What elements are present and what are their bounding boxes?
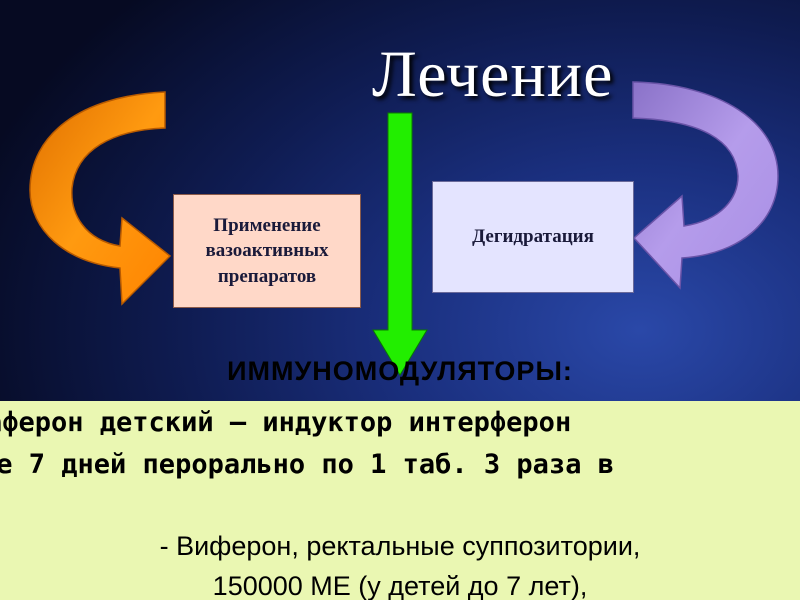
- orange-curved-arrow-icon: [29, 91, 172, 306]
- section-heading: ИММУНОМОДУЛЯТОРЫ:: [227, 356, 573, 386]
- box-left-line-3: препаратов: [217, 265, 317, 287]
- purple-curved-arrow-icon: [632, 81, 779, 290]
- panel-line-3: - Виферон, ректальные суппозитории,: [159, 531, 641, 561]
- box-right-label: Дегидратация: [472, 226, 594, 247]
- panel-line-2: ие 7 дней перорально по 1 таб. 3 раза в: [0, 449, 614, 480]
- panel-line-1: аферон детский – индуктор интерферон: [0, 407, 572, 438]
- dehydration-box: Дегидратация: [432, 181, 634, 293]
- green-down-arrow-icon: [372, 112, 428, 376]
- box-left-line-2: вазоактивных: [205, 240, 329, 262]
- box-left-line-1: Применение: [213, 214, 321, 236]
- panel-line-4: 150000 МЕ (у детей до 7 лет),: [212, 571, 588, 600]
- treatment-details-panel: аферон детский – индуктор интерферон ие …: [0, 401, 800, 600]
- vasoactive-drugs-box: Применение вазоактивных препаратов: [173, 194, 361, 308]
- slide-title: Лечение: [372, 38, 614, 111]
